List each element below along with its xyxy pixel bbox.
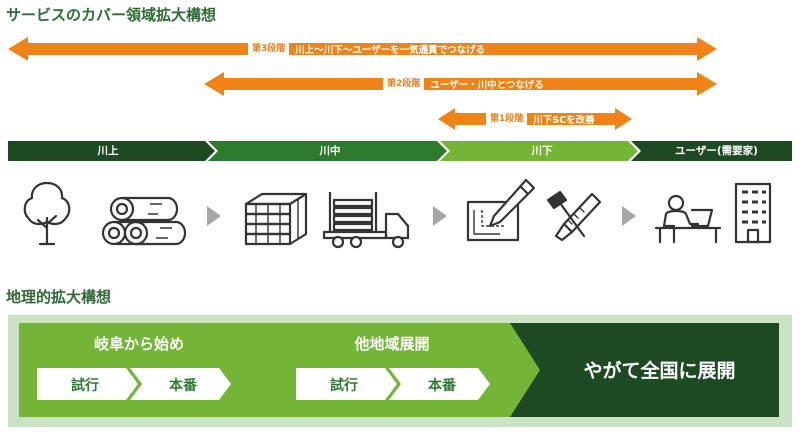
stage2-text: ユーザー・川中とつなげる	[430, 80, 544, 91]
stage3-text: 川上〜川下〜ユーザーを一気通貫でつなげる	[295, 45, 486, 56]
tree-icon	[23, 181, 71, 246]
coverage-stage2-label: 第2段階 ユーザー・川中とつなげる	[383, 76, 544, 92]
stage2-badge: 第2段階	[383, 76, 425, 92]
stage3-badge: 第3段階	[248, 41, 290, 57]
geo-phase1-label: 岐阜から始め	[93, 335, 184, 353]
stage-bar-downstream	[440, 141, 638, 161]
stage-bar-midstream	[208, 141, 447, 161]
coverage-section-title: サービスのカバー領域拡大構想	[6, 6, 217, 24]
coverage-stage3-label: 第3段階 川上〜川下〜ユーザーを一気通貫でつなげる	[248, 41, 486, 57]
stage-label-downstream: 川下	[531, 145, 553, 157]
stage-bar-user	[631, 141, 792, 161]
blueprint-pencil-icon	[466, 178, 536, 242]
geo-section-title: 地理的拡大構想	[6, 288, 112, 306]
stage-label-user: ユーザー(需要家)	[675, 145, 758, 157]
geo-phase2-production-label: 本番	[428, 378, 456, 394]
stage1-text: 川下SCを改善	[533, 115, 595, 126]
geo-phase1-production-chip	[130, 368, 231, 400]
office-worker-icon	[654, 194, 722, 244]
geo-phase2-trial-chip	[296, 368, 397, 400]
log-truck-icon	[322, 192, 410, 249]
geo-phase1-trial-chip	[37, 368, 138, 400]
flow-chevron-2	[433, 206, 447, 226]
coverage-arrow-stage3	[8, 37, 717, 61]
hammer-saw-icon	[546, 190, 602, 242]
logs-icon	[101, 196, 187, 246]
stage-bar-upstream	[8, 141, 215, 161]
geo-phase1-trial-label: 試行	[71, 378, 99, 394]
building-icon	[734, 182, 772, 244]
coverage-stage1-label: 第1段階 川下SCを改善	[486, 111, 595, 127]
geo-phase2-label: 他地域展開	[354, 335, 430, 353]
geo-phase3-arrow	[510, 323, 779, 417]
geo-phase2-production-chip	[389, 368, 490, 400]
flow-chevron-1	[207, 206, 221, 226]
geo-phase2-trial-label: 試行	[330, 378, 358, 394]
flow-chevron-3	[622, 206, 636, 226]
coverage-arrow-stage2	[204, 72, 717, 96]
stage1-badge: 第1段階	[486, 111, 528, 127]
stage-label-upstream: 川上	[97, 145, 119, 157]
geo-phase1-production-label: 本番	[169, 378, 197, 394]
geo-phase3-label: やがて全国に展開	[583, 360, 736, 382]
lumber-stack-icon	[244, 192, 308, 246]
stage-label-midstream: 川中	[319, 145, 341, 157]
